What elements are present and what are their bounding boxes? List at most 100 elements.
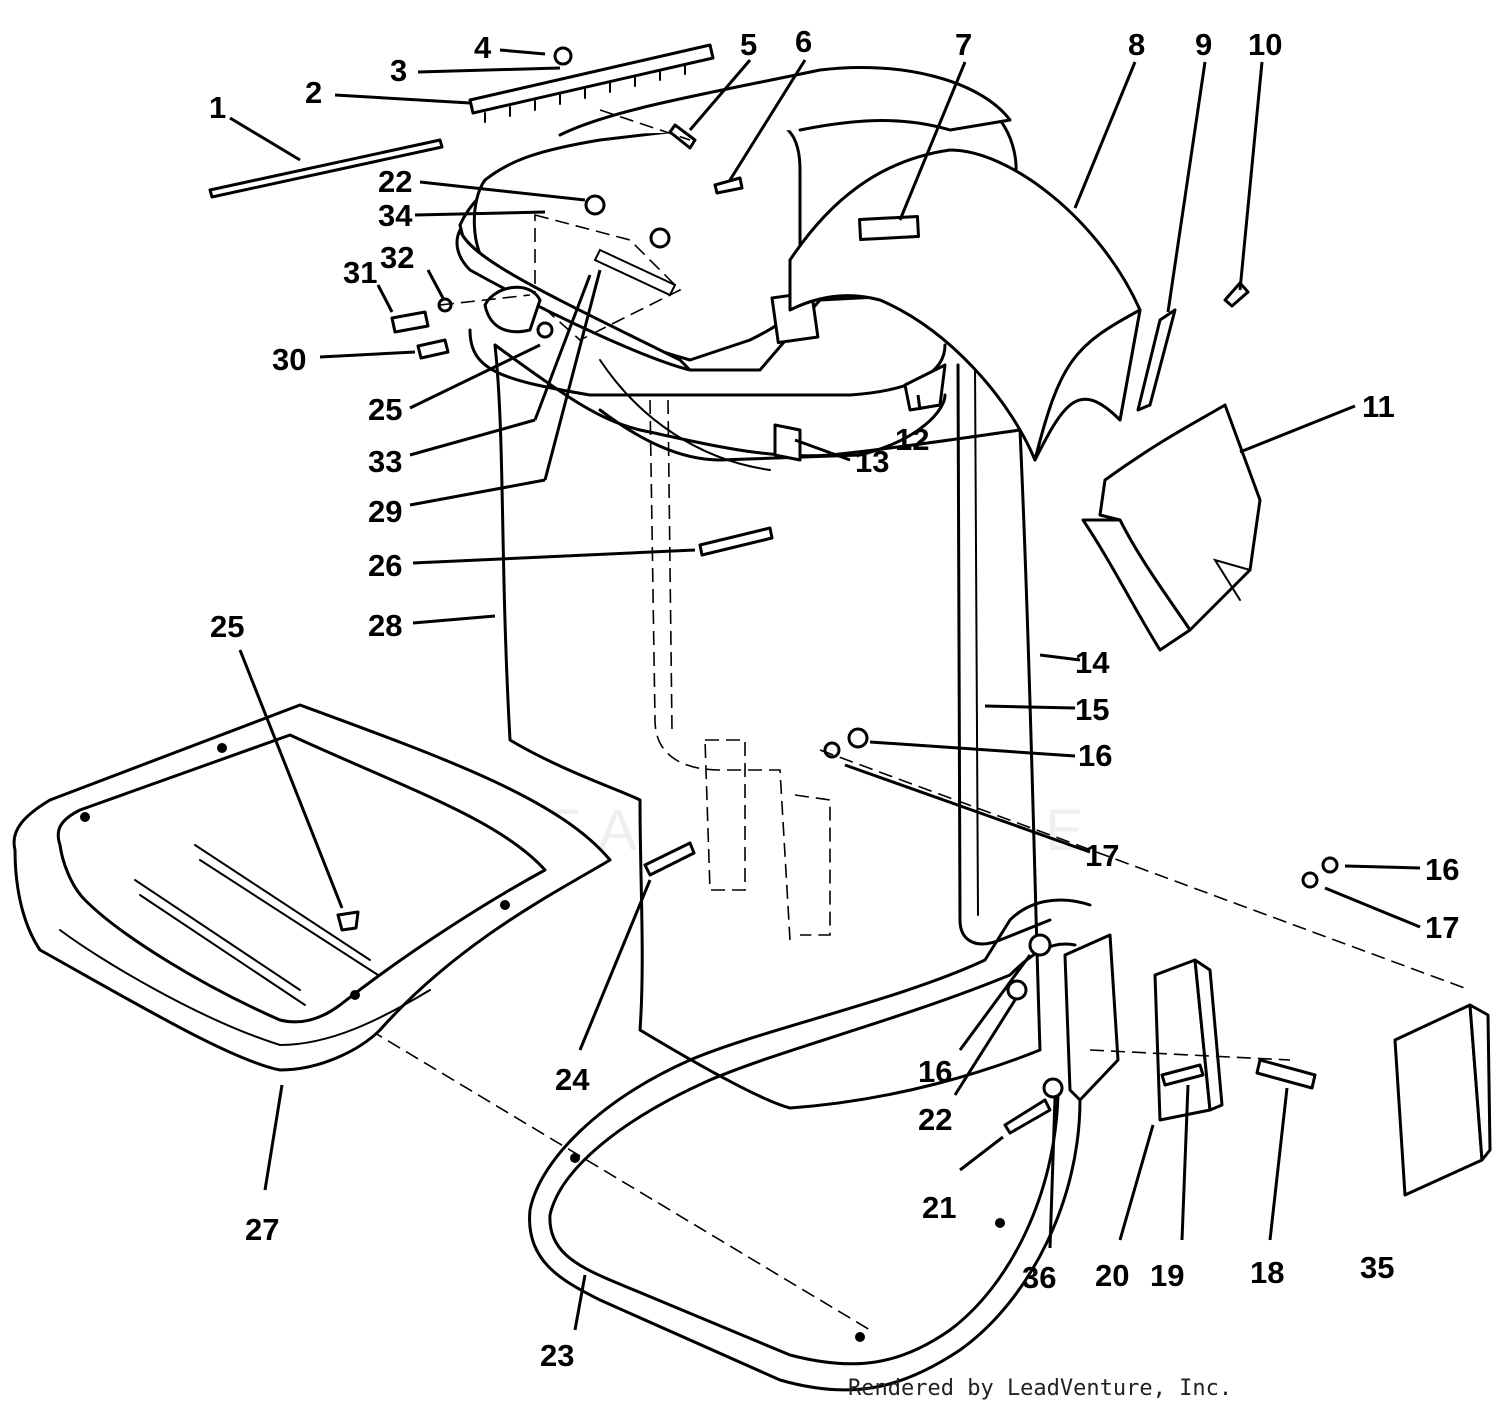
frame-hinge-bracket — [1063, 933, 1120, 1102]
rod — [208, 138, 444, 199]
callout-25-tray: 25 — [210, 609, 244, 644]
bolt-6 — [713, 176, 744, 195]
callout-20: 20 — [1095, 1258, 1129, 1293]
washer-36 — [1042, 1077, 1064, 1099]
base-frame-inner — [548, 942, 1077, 1366]
callout-22-lower: 22 — [918, 1102, 952, 1137]
nut-22-top — [584, 194, 606, 216]
pin-25-top — [536, 321, 554, 339]
callout-27: 27 — [245, 1212, 279, 1247]
bolt-24 — [643, 841, 696, 877]
top-rail-teeth — [484, 64, 686, 123]
washer-17-right — [1301, 871, 1319, 889]
callout-23: 23 — [540, 1338, 574, 1373]
callout-7: 7 — [955, 27, 972, 62]
callout-26: 26 — [368, 548, 402, 583]
hood-back-panel — [558, 66, 1012, 137]
tray-hole-d — [350, 990, 360, 1000]
center-line-top — [439, 109, 691, 306]
callout-33: 33 — [368, 444, 402, 479]
callout-25: 25 — [368, 392, 402, 427]
bolt-30 — [416, 338, 450, 360]
callout-15: 15 — [1075, 692, 1109, 727]
callout-labels: 1 2 3 4 5 6 7 8 9 10 11 12 13 14 15 16 1… — [209, 24, 1459, 1373]
callout-18: 18 — [1250, 1255, 1284, 1290]
callout-16: 16 — [1078, 738, 1112, 773]
control-slot — [593, 248, 677, 297]
chute-strap — [1136, 308, 1177, 412]
nut-22-lower — [1006, 979, 1028, 1001]
top-frame-rail-lower — [598, 393, 947, 462]
frame-hole-a — [570, 1153, 580, 1163]
right-bracket — [1393, 1003, 1484, 1197]
bolt-31 — [390, 310, 430, 334]
nut-16-right — [1321, 856, 1339, 874]
callout-1: 1 — [209, 90, 226, 125]
pin-25-tray — [336, 910, 360, 932]
chute-lip — [1033, 308, 1142, 462]
nut-hood — [649, 227, 671, 249]
center-line-bag-base — [369, 1029, 871, 1331]
callout-13: 13 — [855, 444, 889, 479]
callout-31: 31 — [343, 255, 377, 290]
callout-11: 11 — [1362, 389, 1395, 424]
bag-tray-rim-inner — [56, 733, 547, 1024]
tray-base-lip — [59, 929, 431, 1047]
tray-hole-a — [217, 743, 227, 753]
hood-front-flap — [455, 228, 692, 372]
tray-ridge-b — [139, 859, 379, 1006]
callout-16-right: 16 — [1425, 852, 1459, 887]
hidden-frame — [649, 399, 791, 941]
callout-17: 17 — [1085, 838, 1119, 873]
callout-12: 12 — [895, 422, 929, 457]
callout-35: 35 — [1360, 1250, 1394, 1285]
callout-19: 19 — [1150, 1258, 1184, 1293]
top-rail-bar — [468, 43, 715, 115]
center-line-hinge — [1089, 1049, 1291, 1061]
frame-hole-c — [855, 1332, 865, 1342]
callout-17-right: 17 — [1425, 910, 1459, 945]
tray-ridge-a — [134, 844, 371, 991]
callout-14: 14 — [1075, 645, 1110, 680]
render-credit: Rendered by LeadVenture, Inc. — [848, 1376, 1232, 1401]
callout-28: 28 — [368, 608, 402, 643]
callout-29: 29 — [368, 494, 402, 529]
base-frame — [528, 898, 1092, 1392]
hidden-bracket — [704, 739, 831, 936]
frame-tube-inner — [974, 364, 979, 916]
callout-2: 2 — [305, 75, 322, 110]
callout-6: 6 — [795, 24, 812, 59]
hinge-plate-flange — [1193, 958, 1224, 1112]
chute-deflector-lip — [1081, 518, 1192, 652]
nut-4 — [553, 46, 573, 66]
bolt-18 — [1255, 1058, 1317, 1090]
bracket-12 — [903, 363, 947, 412]
callout-32: 32 — [380, 240, 414, 275]
callout-30: 30 — [272, 342, 306, 377]
frame-hole-b — [995, 1218, 1005, 1228]
callout-22: 22 — [378, 164, 412, 199]
clip-26 — [698, 526, 774, 557]
chute-decal — [858, 214, 920, 242]
callout-34: 34 — [378, 198, 413, 233]
bracket-13 — [773, 423, 802, 462]
tray-hole-b — [80, 812, 90, 822]
bag-pleat — [599, 359, 771, 471]
deflector-fold — [1212, 558, 1251, 601]
right-bracket-flange — [1468, 1003, 1492, 1162]
tray-hole-c — [500, 900, 510, 910]
callout-8: 8 — [1128, 27, 1145, 62]
bolt-5 — [668, 123, 697, 150]
bolt-21 — [1003, 1098, 1052, 1135]
pivot-bracket — [483, 285, 542, 334]
bolt-10 — [1223, 281, 1250, 308]
leader-lines — [229, 48, 1421, 1331]
chute-deflector — [1098, 403, 1262, 632]
callout-9: 9 — [1195, 27, 1212, 62]
bolt-19 — [1160, 1063, 1205, 1087]
callout-16-lower: 16 — [918, 1054, 952, 1089]
center-line-right — [819, 749, 1471, 991]
callout-4: 4 — [474, 30, 492, 65]
